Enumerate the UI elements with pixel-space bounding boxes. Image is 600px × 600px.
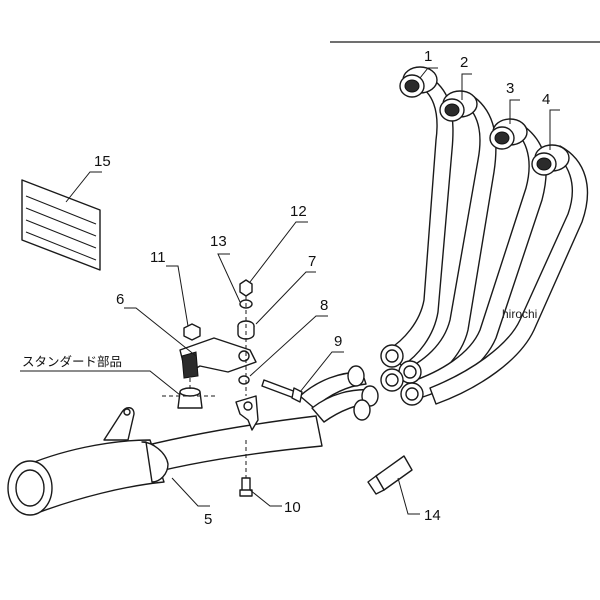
header-pipe-1 — [387, 75, 454, 367]
muffler-bracket — [103, 407, 135, 441]
muffler-stay — [235, 395, 259, 431]
callout-11: 11 — [150, 249, 166, 266]
callout-1: 1 — [424, 48, 432, 65]
liquid-gasket-tube — [367, 455, 413, 495]
callout-12: 12 — [290, 203, 307, 220]
callout-9: 9 — [334, 333, 342, 350]
callout-6: 6 — [116, 291, 124, 308]
caution-label — [21, 179, 101, 271]
standard-parts-label: スタンダード部品 — [22, 354, 122, 369]
callout-15: 15 — [94, 153, 111, 170]
callout-5: 5 — [204, 511, 212, 528]
callout-14: 14 — [424, 507, 441, 524]
nut-11 — [183, 323, 201, 341]
callout-7: 7 — [308, 253, 316, 270]
callout-13: 13 — [210, 233, 227, 250]
callout-4: 4 — [542, 91, 550, 108]
collar-8 — [238, 375, 250, 385]
callout-3: 3 — [506, 80, 514, 97]
leader-lines — [20, 67, 560, 515]
watermark: hirochi — [502, 307, 537, 321]
callout-10: 10 — [284, 499, 301, 516]
link-pipe — [119, 415, 323, 479]
callout-2: 2 — [460, 54, 468, 71]
callout-8: 8 — [320, 297, 328, 314]
muffler-body — [19, 439, 165, 513]
header-pipe-4 — [429, 145, 589, 405]
muffler-assembly — [7, 365, 379, 516]
nut-12 — [239, 279, 253, 297]
header-pipes — [380, 66, 589, 406]
bolt-9 — [261, 379, 297, 399]
